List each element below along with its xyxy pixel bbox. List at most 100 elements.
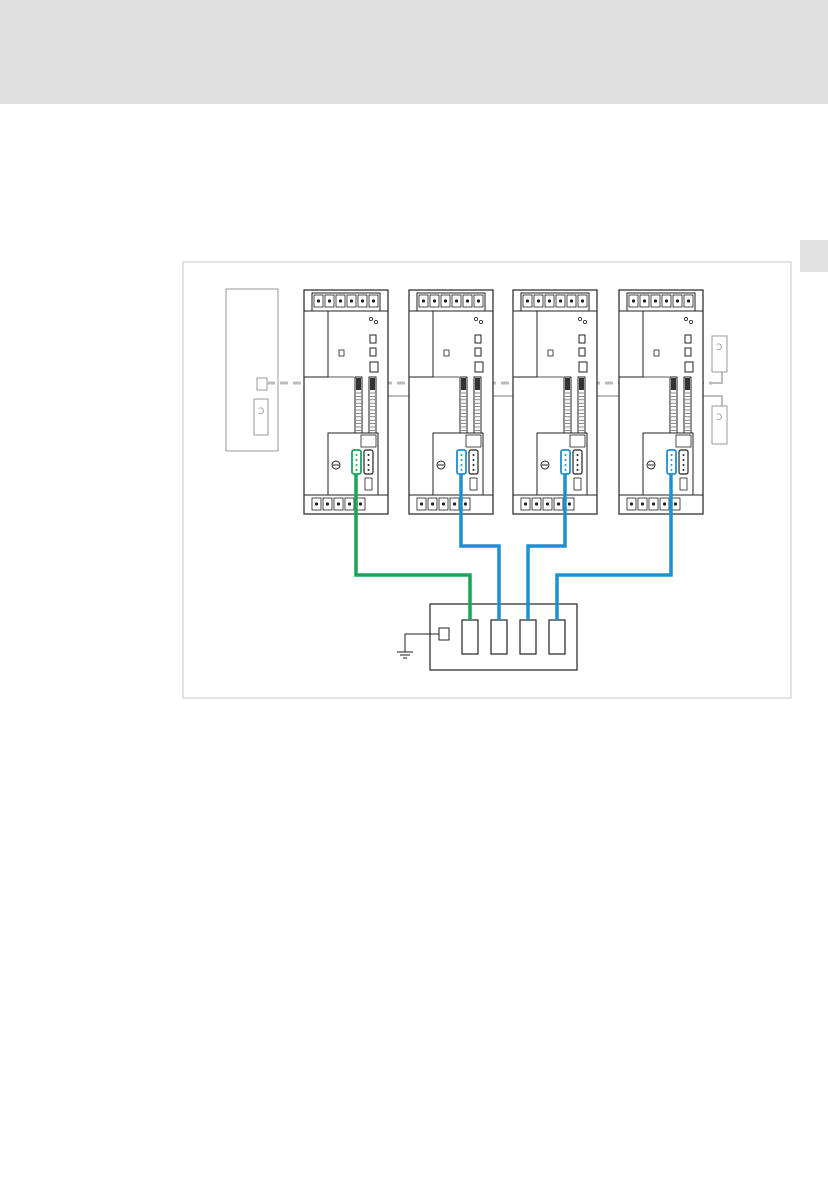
ghost-device: Ͻ — [226, 289, 278, 451]
bus-slot-contact — [461, 378, 466, 390]
hub-box — [397, 604, 577, 670]
sub-d-pin — [461, 459, 463, 461]
sub-d-pin — [356, 454, 358, 456]
hub-port-3 — [520, 620, 536, 654]
controller-4 — [619, 290, 703, 514]
switch-1 — [579, 335, 585, 343]
upper-panel — [513, 311, 537, 377]
wiring-diagram-frame: Ͻ Ͻ Ͻ — [182, 261, 792, 699]
sub-d-pin — [356, 459, 358, 461]
terminal-screw — [654, 299, 657, 302]
sub-d-pin — [473, 459, 475, 461]
ghost-device-plug — [254, 399, 268, 435]
sub-d-pin — [683, 469, 685, 471]
terminal-screw — [581, 299, 584, 302]
terminal-screw — [630, 502, 633, 505]
terminal-screw — [326, 502, 329, 505]
sub-d-pin — [473, 454, 475, 456]
sub-d-pin — [565, 464, 567, 466]
switch-2 — [370, 348, 376, 356]
aux-port — [574, 478, 581, 490]
terminal-screw — [526, 299, 529, 302]
switch-1 — [370, 335, 376, 343]
bus-termination-bottom-symbol: Ͻ — [716, 413, 722, 423]
bus-termination-top-symbol: Ͻ — [716, 343, 722, 353]
sub-d-pin — [473, 464, 475, 466]
connector-label-box — [361, 435, 376, 447]
sub-d-pin — [368, 454, 370, 456]
terminal-screw — [641, 502, 644, 505]
sub-d-pin — [683, 459, 685, 461]
sub-d-pin — [683, 454, 685, 456]
dip-switch — [339, 350, 344, 356]
sub-d-pin — [577, 464, 579, 466]
terminal-screw — [464, 502, 467, 505]
hub-port-2 — [491, 620, 507, 654]
bus-right-riser-bottom — [712, 396, 722, 406]
terminal-screw — [359, 502, 362, 505]
sub-d-pin — [461, 464, 463, 466]
terminal-screw — [643, 299, 646, 302]
bus-termination-bottom — [712, 406, 727, 444]
wiring-diagram: Ͻ Ͻ Ͻ — [184, 263, 790, 697]
terminal-screw — [337, 502, 340, 505]
terminal-screw — [535, 502, 538, 505]
terminal-screw — [339, 299, 342, 302]
dip-switch — [444, 350, 449, 356]
terminal-screw — [431, 502, 434, 505]
switch-2 — [475, 348, 481, 356]
terminal-screw — [422, 299, 425, 302]
switch-3 — [475, 362, 483, 372]
bus-slot-contact — [356, 378, 361, 390]
terminal-screw — [546, 502, 549, 505]
terminal-screw — [372, 299, 375, 302]
terminal-screw — [477, 299, 480, 302]
sub-d-pin — [368, 464, 370, 466]
aux-port — [680, 478, 687, 490]
controller-1 — [304, 290, 388, 514]
bus-termination-top — [712, 336, 727, 372]
terminal-screw — [317, 299, 320, 302]
sub-d-pin — [461, 454, 463, 456]
bus-slot-contact — [579, 378, 584, 390]
controller-3 — [513, 290, 597, 514]
sub-d-pin — [356, 469, 358, 471]
terminal-screw — [315, 502, 318, 505]
dip-switch — [548, 350, 553, 356]
terminal-screw — [632, 299, 635, 302]
sub-d-pin — [565, 454, 567, 456]
terminal-screw — [548, 299, 551, 302]
switch-1 — [475, 335, 481, 343]
sub-d-pin — [565, 469, 567, 471]
terminal-screw — [570, 299, 573, 302]
chapter-tab — [800, 240, 828, 272]
controller-2 — [409, 290, 493, 514]
hub-port-4 — [549, 620, 565, 654]
sub-d-pin — [577, 454, 579, 456]
sub-d-pin — [356, 464, 358, 466]
terminal-screw — [350, 299, 353, 302]
ghost-device-housing — [226, 289, 278, 451]
terminal-screw — [328, 299, 331, 302]
terminal-screw — [676, 299, 679, 302]
terminal-screw — [453, 502, 456, 505]
sub-d-pin — [565, 459, 567, 461]
terminal-screw — [524, 502, 527, 505]
terminal-screw — [652, 502, 655, 505]
bus-slot-contact — [685, 378, 690, 390]
terminal-screw — [663, 502, 666, 505]
connector-label-box — [676, 435, 691, 447]
sub-d-pin — [473, 469, 475, 471]
bus-slot-contact — [370, 378, 375, 390]
hub-ground-terminal — [439, 628, 449, 640]
terminal-screw — [442, 502, 445, 505]
terminal-screw — [557, 502, 560, 505]
upper-panel — [619, 311, 643, 377]
connector-label-box — [570, 435, 585, 447]
connector-label-box — [466, 435, 481, 447]
terminal-screw — [444, 299, 447, 302]
bus-slot-contact — [565, 378, 570, 390]
sub-d-pin — [368, 469, 370, 471]
sub-d-pin — [683, 464, 685, 466]
terminal-screw — [687, 299, 690, 302]
